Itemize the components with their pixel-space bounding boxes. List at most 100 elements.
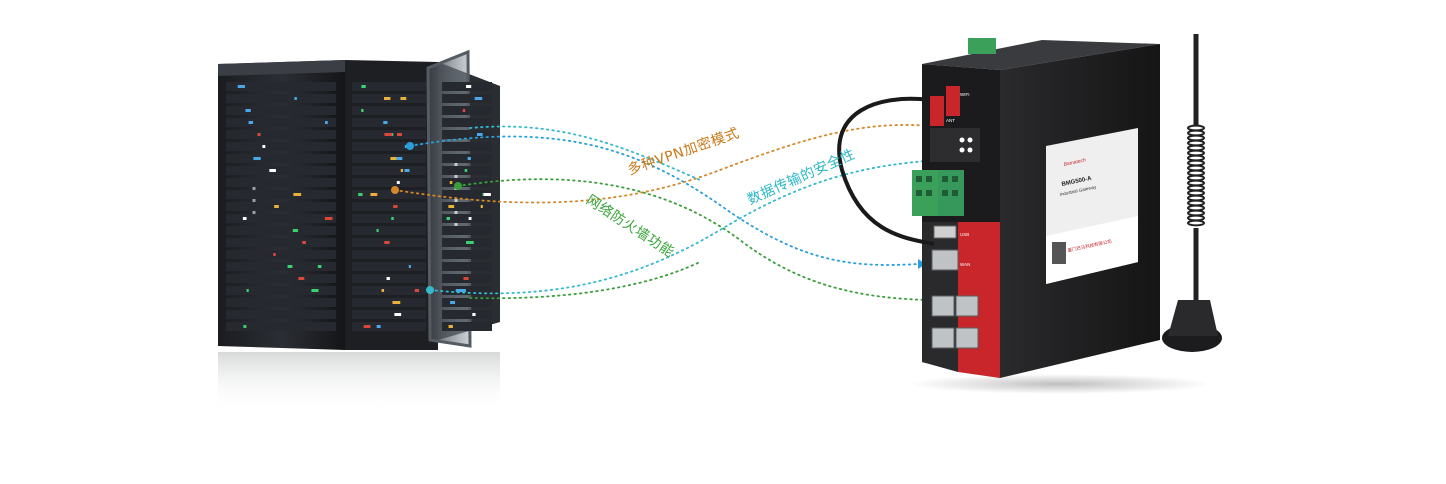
device-brand: Bamatech — [1063, 157, 1086, 168]
server-slot — [352, 166, 426, 175]
server-status-led — [464, 169, 468, 172]
server-status-led — [287, 265, 293, 268]
server-slots — [226, 82, 492, 331]
port-wifi-label: WIFI — [960, 92, 970, 97]
server-status-led — [384, 241, 390, 244]
server-slot — [442, 154, 492, 163]
server-status-led — [476, 133, 483, 136]
server-slot — [442, 202, 492, 211]
server-status-led — [466, 85, 472, 88]
server-status-led — [450, 301, 456, 304]
server-slot — [442, 190, 492, 199]
server-status-led — [474, 97, 483, 100]
server-status-led — [383, 121, 388, 124]
usb-port — [933, 225, 957, 239]
line-orange — [394, 124, 931, 204]
server-status-led — [243, 325, 247, 328]
server-status-led — [298, 277, 305, 280]
server-status-led — [393, 205, 398, 208]
server-status-led — [397, 133, 403, 136]
server-slot — [352, 154, 426, 163]
server-status-led — [414, 289, 420, 292]
server-status-led — [384, 133, 393, 136]
server-status-led — [294, 97, 297, 100]
server-status-led — [376, 229, 379, 232]
server-status-led — [293, 193, 302, 196]
server-slot — [442, 262, 492, 271]
terminal-block-left — [912, 170, 938, 216]
server-status-led — [448, 205, 455, 208]
server-status-led — [391, 217, 394, 220]
server-status-led — [463, 277, 469, 280]
server-slot — [226, 214, 336, 223]
server-slot — [352, 322, 426, 331]
server-status-led — [317, 265, 322, 268]
server-slot — [352, 178, 426, 187]
server-slot — [226, 262, 336, 271]
server-status-led — [408, 265, 411, 268]
server-slot — [352, 250, 426, 259]
qr-code — [1052, 242, 1066, 264]
server-status-led — [242, 217, 247, 220]
dot-cyan — [426, 286, 434, 294]
server-status-led — [383, 97, 391, 100]
server-slot — [226, 166, 336, 175]
server-slot — [442, 118, 492, 127]
server-slot — [226, 202, 336, 211]
server-slot — [352, 82, 426, 91]
server-status-led — [237, 85, 245, 88]
server-status-led — [311, 289, 319, 292]
server-status-led — [257, 133, 261, 136]
server-status-led — [269, 169, 276, 172]
server-slot — [226, 238, 336, 247]
server-slot — [442, 106, 492, 115]
server-status-led — [361, 109, 364, 112]
server-status-led — [446, 217, 450, 220]
server-status-led — [292, 229, 299, 232]
server-slot — [226, 226, 336, 235]
server-status-led — [483, 193, 491, 196]
top-terminal-block — [968, 38, 996, 54]
server-slot — [442, 214, 492, 223]
server-status-led — [404, 169, 410, 172]
server-status-led — [448, 325, 453, 328]
server-status-led — [376, 325, 381, 328]
server-slot — [352, 142, 426, 151]
server-status-led — [466, 241, 474, 244]
antenna-coil — [1187, 124, 1205, 227]
server-slot — [226, 250, 336, 259]
port-usb-label: USB — [960, 232, 969, 237]
server-status-led — [302, 241, 306, 244]
server-status-led — [274, 205, 279, 208]
server-slot — [226, 82, 336, 91]
server-slot — [226, 106, 336, 115]
server-slot — [352, 214, 426, 223]
server-slot — [352, 262, 426, 271]
server-status-led — [467, 157, 471, 160]
server-slot — [352, 106, 426, 115]
server-slot — [442, 310, 492, 319]
server-slot — [226, 298, 336, 307]
server-status-led — [262, 145, 266, 148]
server-slot — [226, 94, 336, 103]
server-slot — [226, 310, 336, 319]
server-status-led — [390, 157, 397, 160]
server-status-led — [392, 301, 401, 304]
rack-reflection — [218, 352, 500, 412]
server-status-led — [325, 121, 328, 124]
coil-turn — [1187, 219, 1205, 227]
server-status-led — [480, 205, 483, 208]
server-status-led — [246, 289, 249, 292]
server-status-led — [361, 85, 366, 88]
server-slot — [226, 142, 336, 151]
server-slot — [352, 298, 426, 307]
server-status-led — [273, 253, 276, 256]
server-status-led — [324, 217, 333, 220]
server-status-led — [381, 289, 385, 292]
server-slot — [226, 154, 336, 163]
server-slot — [442, 130, 492, 139]
server-status-led — [400, 97, 407, 100]
server-slot — [352, 202, 426, 211]
